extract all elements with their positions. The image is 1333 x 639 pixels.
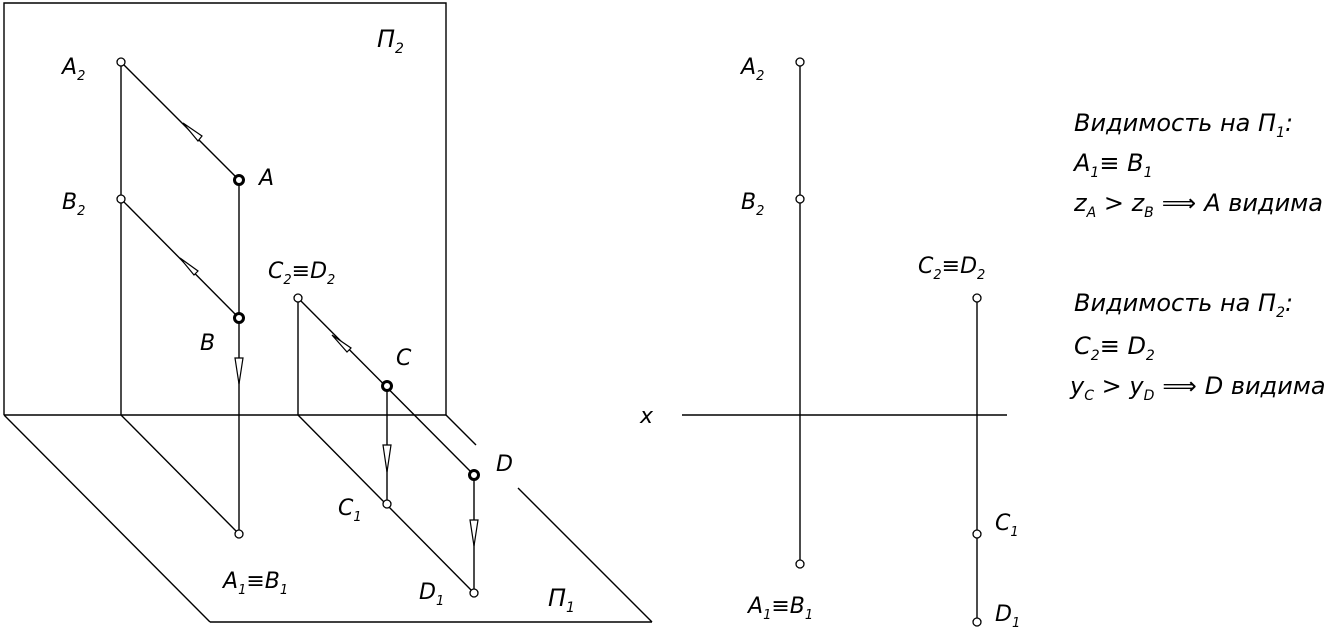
epure-point-b2 <box>795 194 805 204</box>
label-c2d2: C2≡D2 <box>268 259 335 288</box>
label-b2: B2 <box>62 190 85 219</box>
horizontal-plane-right-edge-lower <box>517 487 653 623</box>
epure-label-c1: C1 <box>995 511 1019 540</box>
note-vis1-title: Видимость на П1: <box>1074 109 1293 141</box>
arrow-c-down <box>382 444 392 473</box>
point-a2 <box>116 57 126 67</box>
epure-label-d1: D1 <box>995 602 1020 631</box>
label-p1: П1 <box>548 584 575 616</box>
a-projector-line <box>120 61 240 181</box>
point-b <box>233 312 245 324</box>
epure-point-d1 <box>972 617 982 627</box>
point-a1b1 <box>234 529 244 539</box>
label-a2: A2 <box>60 55 85 84</box>
axis-x-label: x <box>639 404 654 429</box>
a1b1-depth-line <box>120 414 240 535</box>
epure-label-c2d2: C2≡D2 <box>918 254 985 283</box>
point-a <box>233 174 245 186</box>
horizontal-plane-left-edge <box>3 414 211 623</box>
label-d: D <box>496 452 513 477</box>
point-b2 <box>116 194 126 204</box>
epure-point-a2 <box>795 57 805 67</box>
epure-label-a2: A2 <box>739 55 764 84</box>
arrow-d-down <box>469 519 479 547</box>
label-c: C <box>396 346 412 371</box>
label-p2: П2 <box>377 25 404 57</box>
frontal-plane-outline <box>3 2 447 415</box>
epure-point-c1 <box>972 529 982 539</box>
label-d1: D1 <box>419 580 444 609</box>
label-a1b1: A1≡B1 <box>221 569 288 598</box>
epure-label-b2: B2 <box>741 190 764 219</box>
note-vis2-equality: C2≡ D2 <box>1074 332 1155 364</box>
visibility-notes: Видимость на П1: A1≡ B1 zA > zB⟹A видима… <box>1069 109 1326 404</box>
epure-label-a1b1: A1≡B1 <box>746 594 813 623</box>
epure-point-a1b1 <box>795 559 805 569</box>
note-vis2-title: Видимость на П2: <box>1074 289 1293 321</box>
point-c2d2 <box>293 293 303 303</box>
label-c1: C1 <box>338 496 362 525</box>
arrow-c-to-c2 <box>331 334 352 353</box>
spatial-view: П2 П1 A2 B2 A B C2≡D2 C D C1 A1≡B1 D1 <box>3 2 653 623</box>
note-vis2-comparison: yC > yD⟹D видима <box>1069 372 1326 404</box>
point-c1 <box>382 499 392 509</box>
arrow-a-to-a2 <box>182 122 203 142</box>
point-c <box>381 380 393 392</box>
arrow-b-to-b2 <box>179 257 199 276</box>
label-b: B <box>200 331 215 356</box>
arrow-b-down <box>234 357 244 385</box>
note-vis1-comparison: zA > zB⟹A видима <box>1073 189 1323 221</box>
epure-view: x A2 B2 C2≡D2 C1 A1≡B1 D1 <box>639 55 1020 631</box>
note-vis1-equality: A1≡ B1 <box>1072 149 1152 181</box>
point-d1 <box>469 588 479 598</box>
label-a: A <box>257 166 274 191</box>
point-d <box>468 469 480 481</box>
horizontal-plane-right-edge-upper <box>445 414 477 446</box>
epure-point-c2d2 <box>972 293 982 303</box>
